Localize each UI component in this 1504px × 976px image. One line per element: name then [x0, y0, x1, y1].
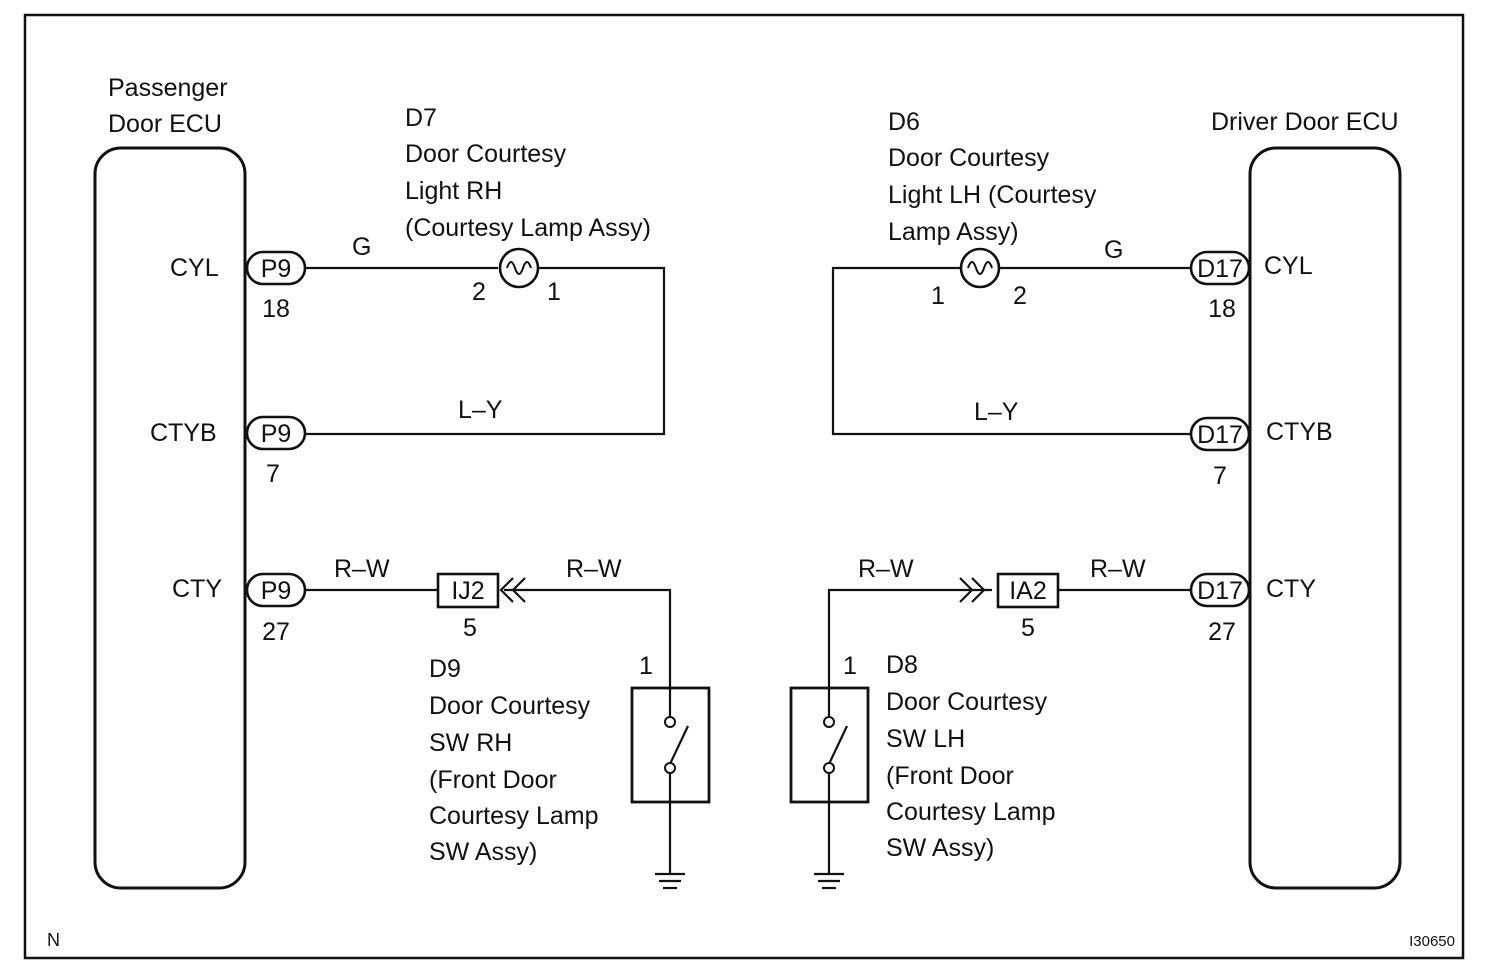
pin-number: 18: [262, 295, 290, 323]
wire-g-right-label: G: [1104, 236, 1123, 264]
junction-ij2: IJ2 5: [436, 572, 500, 642]
ground-lh-icon: [814, 872, 844, 890]
wire-ly-right-label: L–Y: [974, 398, 1019, 426]
pin-number: 7: [1213, 462, 1227, 490]
connector-d17-cyl: D17 18: [1189, 250, 1251, 323]
switch-rh-code: D9: [429, 655, 461, 683]
passenger-ecu-title-line2: Door ECU: [108, 110, 222, 138]
junction-ia2: IA2 5: [996, 572, 1060, 642]
wire-rw-left-sw: [504, 588, 672, 688]
lamp-rh-line3: (Courtesy Lamp Assy): [405, 214, 651, 242]
passenger-ecu-title-line1: Passenger: [108, 74, 228, 102]
switch-lh-pin: 1: [843, 652, 857, 680]
switch-rh-icon: [630, 686, 711, 804]
wire-lamp-rh-return: [305, 266, 666, 436]
wire-rw-left-sw-label: R–W: [566, 555, 622, 583]
switch-rh-line5: SW Assy): [429, 838, 537, 866]
passenger-ecu-box: [93, 146, 247, 890]
connector-d17-cty: D17 27: [1189, 572, 1251, 646]
lamp-rh-pin-right: 1: [547, 278, 561, 306]
driver-door-ecu: Driver Door ECU CYL CTYB CTY: [1211, 108, 1402, 890]
pin-number: 7: [266, 460, 280, 488]
switch-lh-line5: SW Assy): [886, 834, 994, 862]
connector-arrow-right-icon: [959, 577, 986, 603]
switch-rh-line1: Door Courtesy: [429, 692, 591, 720]
junction-ij2-label: IJ2: [451, 577, 484, 605]
lamp-lh-code: D6: [888, 108, 920, 136]
wire-ly-left-label: L–Y: [458, 396, 503, 424]
connector-label: P9: [261, 255, 292, 283]
lamp-rh-label: D7 Door Courtesy Light RH (Courtesy Lamp…: [405, 104, 651, 242]
switch-rh-line3: (Front Door: [429, 766, 557, 794]
lamp-rh-line2: Light RH: [405, 177, 502, 205]
switch-lh-line1: Door Courtesy: [886, 688, 1048, 716]
ground-rh-icon: [655, 872, 685, 890]
lamp-rh-line1: Door Courtesy: [405, 140, 567, 168]
switch-lh-label: D8 Door Courtesy SW LH (Front Door Court…: [886, 651, 1056, 862]
figure-id: I30650: [1409, 933, 1455, 950]
connector-label: D17: [1197, 421, 1243, 449]
connector-label: P9: [261, 577, 292, 605]
lamp-rh-code: D7: [405, 104, 437, 132]
switch-rh-line4: Courtesy Lamp: [429, 802, 599, 830]
wire-rw-right-sw: [827, 588, 992, 688]
connector-label: P9: [261, 420, 292, 448]
connector-p9-cyl: P9 18: [245, 250, 307, 323]
connector-p9-cty: P9 27: [245, 572, 307, 646]
passenger-pin-cyl: CYL: [170, 254, 219, 282]
junction-ia2-label: IA2: [1009, 577, 1047, 605]
connector-p9-ctyb: P9 7: [245, 415, 307, 488]
lamp-lh-pin-right: 2: [1013, 282, 1027, 310]
driver-ecu-box: [1248, 146, 1402, 890]
switch-lh-line3: (Front Door: [886, 762, 1014, 790]
switch-lh-code: D8: [886, 651, 918, 679]
diagram-frame: [23, 13, 1465, 960]
corner-mark: N: [47, 930, 60, 950]
lamp-rh-bulb-icon: [498, 247, 540, 289]
junction-ia2-pin: 5: [1021, 614, 1035, 642]
lamp-lh-pin-left: 1: [931, 282, 945, 310]
pin-number: 27: [1208, 618, 1236, 646]
connector-d17-ctyb: D17 7: [1189, 416, 1251, 490]
lamp-lh-line3: Lamp Assy): [888, 218, 1019, 246]
passenger-pin-cty: CTY: [172, 575, 222, 603]
connector-label: D17: [1197, 577, 1243, 605]
lamp-lh-line1: Door Courtesy: [888, 144, 1050, 172]
lamp-lh-label: D6 Door Courtesy Light LH (Courtesy Lamp…: [888, 108, 1097, 246]
wire-rw-right-ecu-label: R–W: [1090, 555, 1146, 583]
wire-g-left-label: G: [352, 233, 371, 261]
connector-label: D17: [1197, 255, 1243, 283]
driver-ecu-title: Driver Door ECU: [1211, 108, 1399, 136]
switch-rh-line2: SW RH: [429, 729, 512, 757]
driver-pin-cty: CTY: [1266, 575, 1316, 603]
lamp-lh-bulb-icon: [959, 247, 1001, 289]
pin-number: 27: [262, 618, 290, 646]
wire-rw-right-sw-label: R–W: [858, 555, 914, 583]
wire-lamp-lh-return: [831, 266, 1191, 436]
driver-pin-ctyb: CTYB: [1266, 418, 1333, 446]
passenger-pin-ctyb: CTYB: [150, 419, 217, 447]
pin-number: 18: [1208, 295, 1236, 323]
switch-lh-icon: [789, 686, 870, 804]
passenger-door-ecu: Passenger Door ECU CYL CTYB CTY: [93, 74, 247, 890]
switch-rh-pin: 1: [639, 652, 653, 680]
junction-ij2-pin: 5: [463, 614, 477, 642]
lamp-rh-pin-left: 2: [472, 278, 486, 306]
switch-lh-line2: SW LH: [886, 725, 965, 753]
lamp-lh-line2: Light LH (Courtesy: [888, 181, 1097, 209]
switch-rh-label: D9 Door Courtesy SW RH (Front Door Court…: [429, 655, 599, 866]
switch-lh-line4: Courtesy Lamp: [886, 798, 1056, 826]
driver-pin-cyl: CYL: [1264, 252, 1313, 280]
wire-rw-left-ecu-label: R–W: [334, 555, 390, 583]
